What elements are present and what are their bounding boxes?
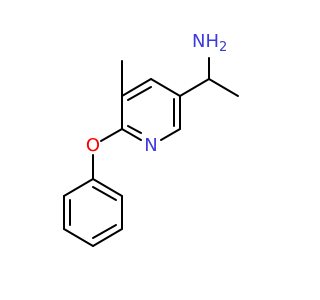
bond-ring-double-1 <box>127 86 152 101</box>
bond-ethyl-methyl <box>208 78 239 97</box>
bond-c2-oxygen <box>100 128 123 142</box>
bond-ring-c4-c5 <box>150 78 181 97</box>
bond-phenyl-double-1 <box>92 186 117 201</box>
bond-ring-c6-n <box>160 128 181 141</box>
amine-h2-subscript: 2 <box>219 40 227 55</box>
amine-label: NH2 <box>192 31 227 55</box>
bond-phenyl-4 <box>63 228 94 247</box>
bond-lines <box>63 57 239 247</box>
bond-phenyl-6 <box>63 178 94 197</box>
bond-ring-c3-c4 <box>121 78 152 97</box>
molecule-structure: NH2 N O <box>0 0 300 300</box>
bond-ring-double-3 <box>127 125 142 134</box>
ether-oxygen-label: O <box>86 135 100 156</box>
ring-nitrogen-label: N <box>144 135 157 156</box>
bond-phenyl-double-2 <box>92 224 117 239</box>
bond-phenyl-3 <box>92 228 123 247</box>
bond-ring-to-ethyl <box>179 78 210 97</box>
bond-phenyl-1 <box>92 178 123 197</box>
amine-nh-text: NH <box>192 31 219 52</box>
bond-ring-n-c2 <box>121 128 142 141</box>
canvas-background <box>0 0 300 300</box>
atom-labels: NH2 N O <box>86 31 227 156</box>
